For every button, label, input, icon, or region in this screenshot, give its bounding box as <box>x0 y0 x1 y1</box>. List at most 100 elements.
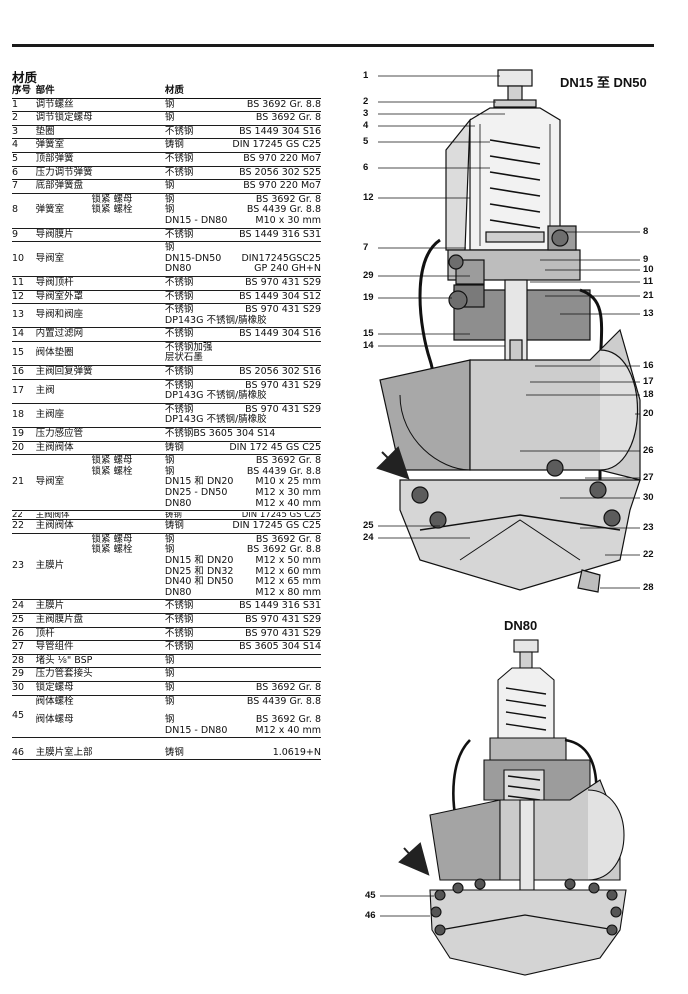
row-material: 不锈钢 <box>164 640 230 655</box>
row-material: 不锈钢 <box>164 304 194 316</box>
mat1: 钢 <box>164 695 175 707</box>
table-row: 11 导阀顶杆 不锈钢 BS 970 431 S29 <box>12 276 321 291</box>
row-no: 2 <box>12 111 36 126</box>
spec1: BS 3692 Gr. 8 <box>255 455 321 467</box>
header-material-text: 材质 <box>164 85 184 96</box>
row-no: 21 <box>12 454 36 512</box>
row-part: 导阀室 <box>35 454 92 512</box>
row-no: 28 <box>12 654 36 669</box>
callout-label: 17 <box>643 376 654 387</box>
row-no: 5 <box>12 152 36 167</box>
row-spec: BS 3605 304 S14 <box>229 640 321 655</box>
table-row: 29 压力管套接头 钢 <box>12 667 321 682</box>
row-material: 铸钢 <box>164 519 230 534</box>
row-no: 3 <box>12 125 36 140</box>
size-label: DN25 - DN50 <box>164 487 228 498</box>
row-material: 不锈钢 <box>164 327 230 342</box>
row-material: 不锈钢 <box>164 379 194 391</box>
row-no: 27 <box>12 640 36 655</box>
row-part: 主阀膜片盘 <box>35 613 165 628</box>
spec-b: GP 240 GH+N <box>254 263 321 275</box>
row-no: 6 <box>12 166 36 181</box>
row-part: 导阀和阀座 <box>35 303 165 329</box>
callout-label: 8 <box>643 226 649 237</box>
row-no: 15 <box>12 341 36 367</box>
callout-label: 18 <box>643 389 654 400</box>
mat1: 钢 <box>164 193 175 205</box>
diaphragm-chamber <box>399 479 641 591</box>
mat2: 钢 <box>164 204 175 216</box>
drawing-title-top: DN15 至 DN50 <box>560 75 647 90</box>
drawing-title-bottom: DN80 <box>504 618 538 633</box>
top-leader-lines <box>378 75 640 589</box>
row-part: 弹簧室 <box>35 138 165 153</box>
table-row: 5 顶部弹簧 不锈钢 BS 970 220 Mo7 <box>12 152 321 167</box>
callout-label: 16 <box>643 360 654 371</box>
table-row: 22 主阀阀体 铸钢 DIN 17245 GS C25 <box>12 519 321 534</box>
spec2: BS 3692 Gr. 8 <box>255 714 321 726</box>
row-spec: DIN 17245 GS C25 <box>229 138 321 153</box>
table-row: 3 垫圈 不锈钢 BS 1449 304 S16 <box>12 125 321 140</box>
part-nut: 阀体螺母 <box>35 714 74 726</box>
part-bolt: 阀体螺栓 <box>35 695 74 707</box>
table-row: 27 导管组件 不锈钢 BS 3605 304 S14 <box>12 640 321 655</box>
header-part: 部件 <box>35 85 165 99</box>
row-no: 12 <box>12 290 36 305</box>
row-spec: BS 970 431 S29 <box>245 379 321 391</box>
table-row: 28 堵头 ⅛" BSP 钢 <box>12 654 321 669</box>
row-no: 8 <box>12 193 36 229</box>
row-part: 压力管套接头 <box>35 667 165 682</box>
row-no: 20 <box>12 441 36 456</box>
size-label: DN15 - DN80 <box>164 214 228 226</box>
callout-label: 19 <box>363 292 374 303</box>
row-spec <box>229 667 321 682</box>
callout-label: 46 <box>365 910 376 921</box>
row-material: 不锈钢 <box>164 365 230 380</box>
callout-label: 21 <box>643 290 654 301</box>
callout-label: 22 <box>643 549 654 560</box>
callout-label: 4 <box>363 120 369 131</box>
sub-nut: 锁紧 螺母 <box>91 193 133 205</box>
row-material: 钢 <box>164 98 230 113</box>
row-part: 主阀 <box>35 379 165 404</box>
callout-label: 30 <box>643 492 654 503</box>
row-no: 26 <box>12 627 36 642</box>
size-label: DN80 <box>164 586 192 598</box>
row-spec: BS 3692 Gr. 8 <box>229 681 321 696</box>
table-header-row: 序号 部件 材质 <box>12 85 321 99</box>
callout-label: 14 <box>363 340 374 351</box>
row-part: 导阀膜片 <box>35 228 165 243</box>
size: M12 x 30 mm <box>255 487 321 498</box>
row-no: 46 <box>12 737 36 761</box>
row-no: 23 <box>12 533 36 601</box>
sub-nut: 锁紧 螺母 <box>91 455 133 467</box>
row-material: 不锈钢 <box>164 166 230 181</box>
size-label: DN15 - DN80 <box>164 724 228 736</box>
row-part: 主阀阀体 <box>35 510 165 521</box>
callout-label: 26 <box>643 445 654 456</box>
row-material: 钢 <box>164 667 230 682</box>
row-part: 导阀室外罩 <box>35 290 165 305</box>
size: M10 x 25 mm <box>255 476 321 488</box>
row-spec: BS 1449 304 S12 <box>229 290 321 305</box>
row-no: 7 <box>12 179 36 194</box>
row-no: 4 <box>12 138 36 153</box>
callout-label: 3 <box>363 108 369 119</box>
cut-name: 主阀阀体 <box>35 512 70 519</box>
row-part: 压力调节弹簧 <box>35 166 165 181</box>
row-no: 18 <box>12 403 36 429</box>
row-material: 不锈钢 <box>164 125 230 140</box>
row-spec: BS 2056 302 S16 <box>229 365 321 380</box>
row-spec: BS 1449 316 S31 <box>229 599 321 614</box>
row-material: 不锈钢 <box>164 276 230 291</box>
callout-label: 24 <box>363 532 374 543</box>
row-no: 22 <box>12 519 36 534</box>
size-label: DN80 <box>164 497 192 509</box>
